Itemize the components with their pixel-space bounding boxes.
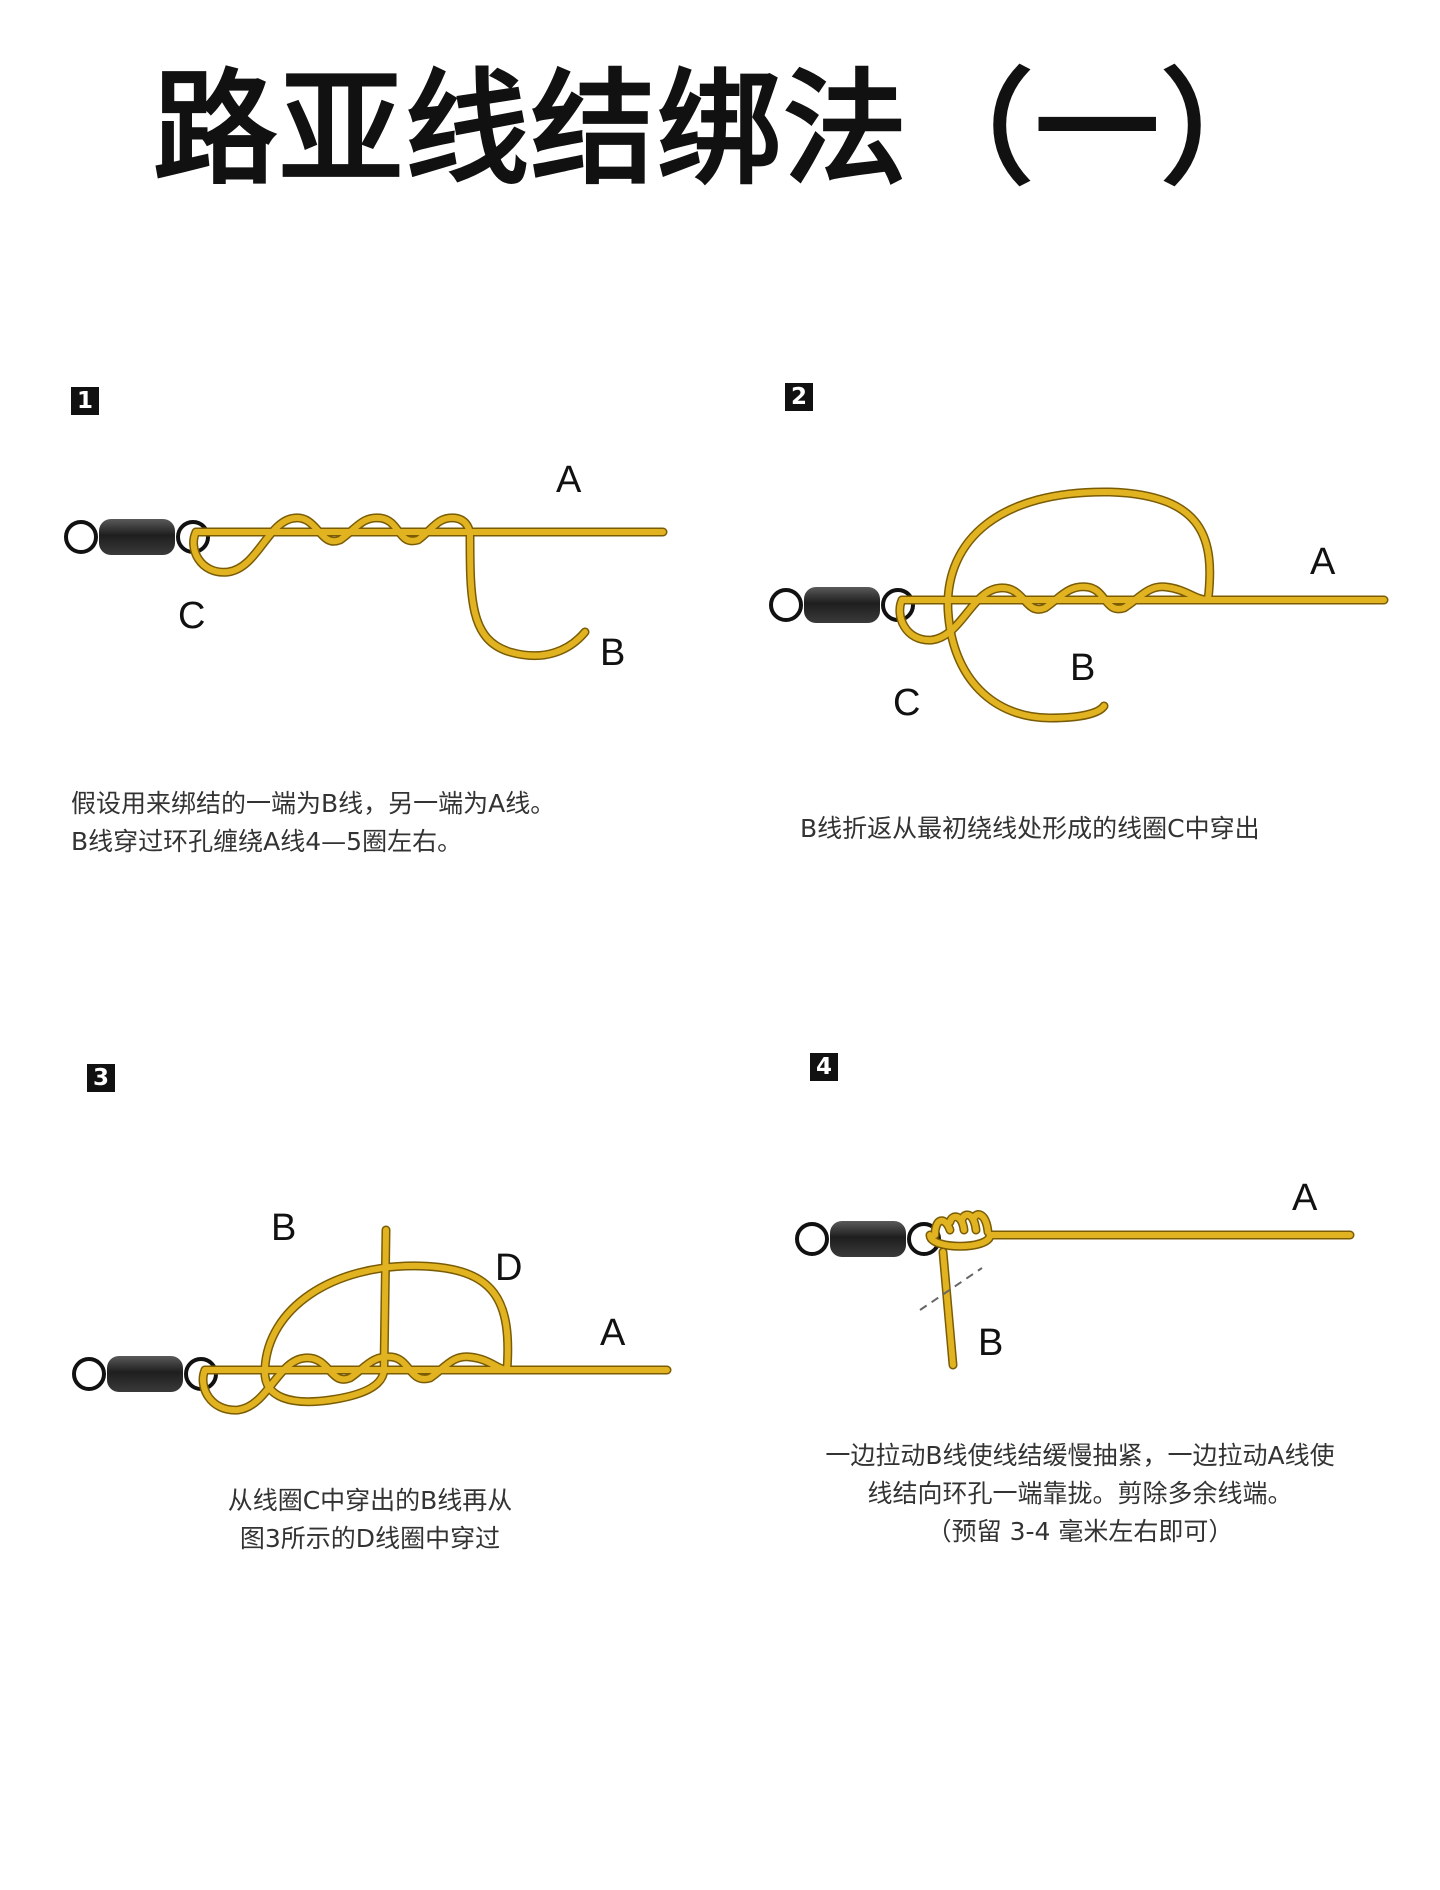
step-1-swivel-icon — [64, 517, 210, 557]
step-4-label-a: A — [1292, 1177, 1318, 1219]
step-4-caption-line: 一边拉动B线使线结缓慢抽紧，一边拉动A线使 — [825, 1441, 1335, 1470]
step-3-diagram: A B D — [72, 1207, 672, 1415]
step-3-number: 3 — [87, 1064, 115, 1092]
step-2-label-b: B — [1070, 647, 1095, 689]
step-2-label-a: A — [1310, 541, 1336, 583]
step-3-label-a: A — [600, 1312, 626, 1354]
step-1-caption-line: B线穿过环孔缠绕A线4—5圈左右。 — [71, 827, 463, 856]
step-2-caption-line: B线折返从最初绕线处形成的线圈C中穿出 — [800, 814, 1260, 843]
step-1-caption: 假设用来绑结的一端为B线，另一端为A线。 B线穿过环孔缠绕A线4—5圈左右。 — [71, 785, 555, 861]
step-3-caption-line: 图3所示的D线圈中穿过 — [239, 1524, 501, 1553]
step-2-diagram: A B C — [769, 487, 1389, 724]
step-4-caption: 一边拉动B线使线结缓慢抽紧，一边拉动A线使 线结向环孔一端靠拢。剪除多余线端。 … — [760, 1437, 1400, 1551]
step-1-number: 1 — [71, 387, 99, 415]
step-1-label-a: A — [556, 459, 582, 501]
step-4-number: 4 — [810, 1053, 838, 1081]
step-4-caption-line: （预留 3-4 毫米左右即可） — [926, 1517, 1234, 1546]
step-4-label-b: B — [978, 1322, 1003, 1364]
step-4-swivel-icon — [795, 1219, 941, 1259]
step-3-label-b: B — [271, 1207, 296, 1249]
step-1-caption-line: 假设用来绑结的一端为B线，另一端为A线。 — [71, 789, 556, 818]
step-2-number: 2 — [785, 383, 813, 411]
step-1-diagram: A B C — [64, 459, 668, 674]
step-3-caption: 从线圈C中穿出的B线再从 图3所示的D线圈中穿过 — [0, 1482, 740, 1558]
step-1-label-c: C — [178, 595, 205, 637]
step-3-caption-line: 从线圈C中穿出的B线再从 — [227, 1486, 513, 1515]
step-2-caption: B线折返从最初绕线处形成的线圈C中穿出 — [800, 810, 1260, 848]
step-4-diagram: A B — [795, 1177, 1355, 1370]
step-1-label-b: B — [600, 632, 625, 674]
step-2-swivel-icon — [769, 585, 915, 625]
step-3-swivel-icon — [72, 1354, 218, 1394]
step-2-label-c: C — [893, 682, 920, 724]
step-4-trim-line — [919, 1267, 983, 1311]
step-3-label-d: D — [495, 1247, 522, 1289]
page-title: 路亚线结绑法（一） — [152, 58, 1287, 202]
step-4-caption-line: 线结向环孔一端靠拢。剪除多余线端。 — [867, 1479, 1293, 1508]
